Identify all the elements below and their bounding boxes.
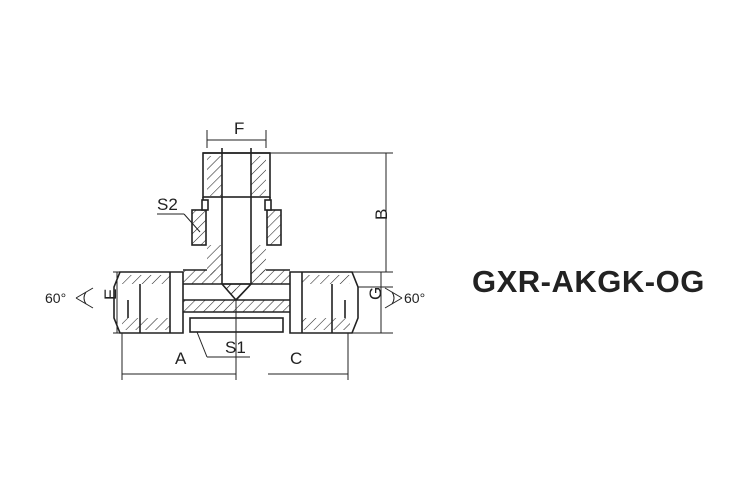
dim-label-A: A [175, 349, 187, 368]
dim-label-S2: S2 [157, 195, 178, 214]
dim-label-C: C [290, 349, 302, 368]
dim-label-B: B [372, 209, 391, 220]
vertical-branch [191, 148, 282, 284]
dimension-lines [75, 130, 403, 380]
dim-label-F: F [234, 119, 244, 138]
dim-label-E: E [101, 289, 120, 300]
horizontal-body [113, 269, 359, 334]
dim-label-S1: S1 [225, 338, 246, 357]
model-code: GXR-AKGK-OG [472, 264, 705, 299]
angle-label-right: 60° [404, 290, 425, 306]
angle-label-left: 60° [45, 290, 66, 306]
dim-label-G: G [366, 287, 385, 300]
